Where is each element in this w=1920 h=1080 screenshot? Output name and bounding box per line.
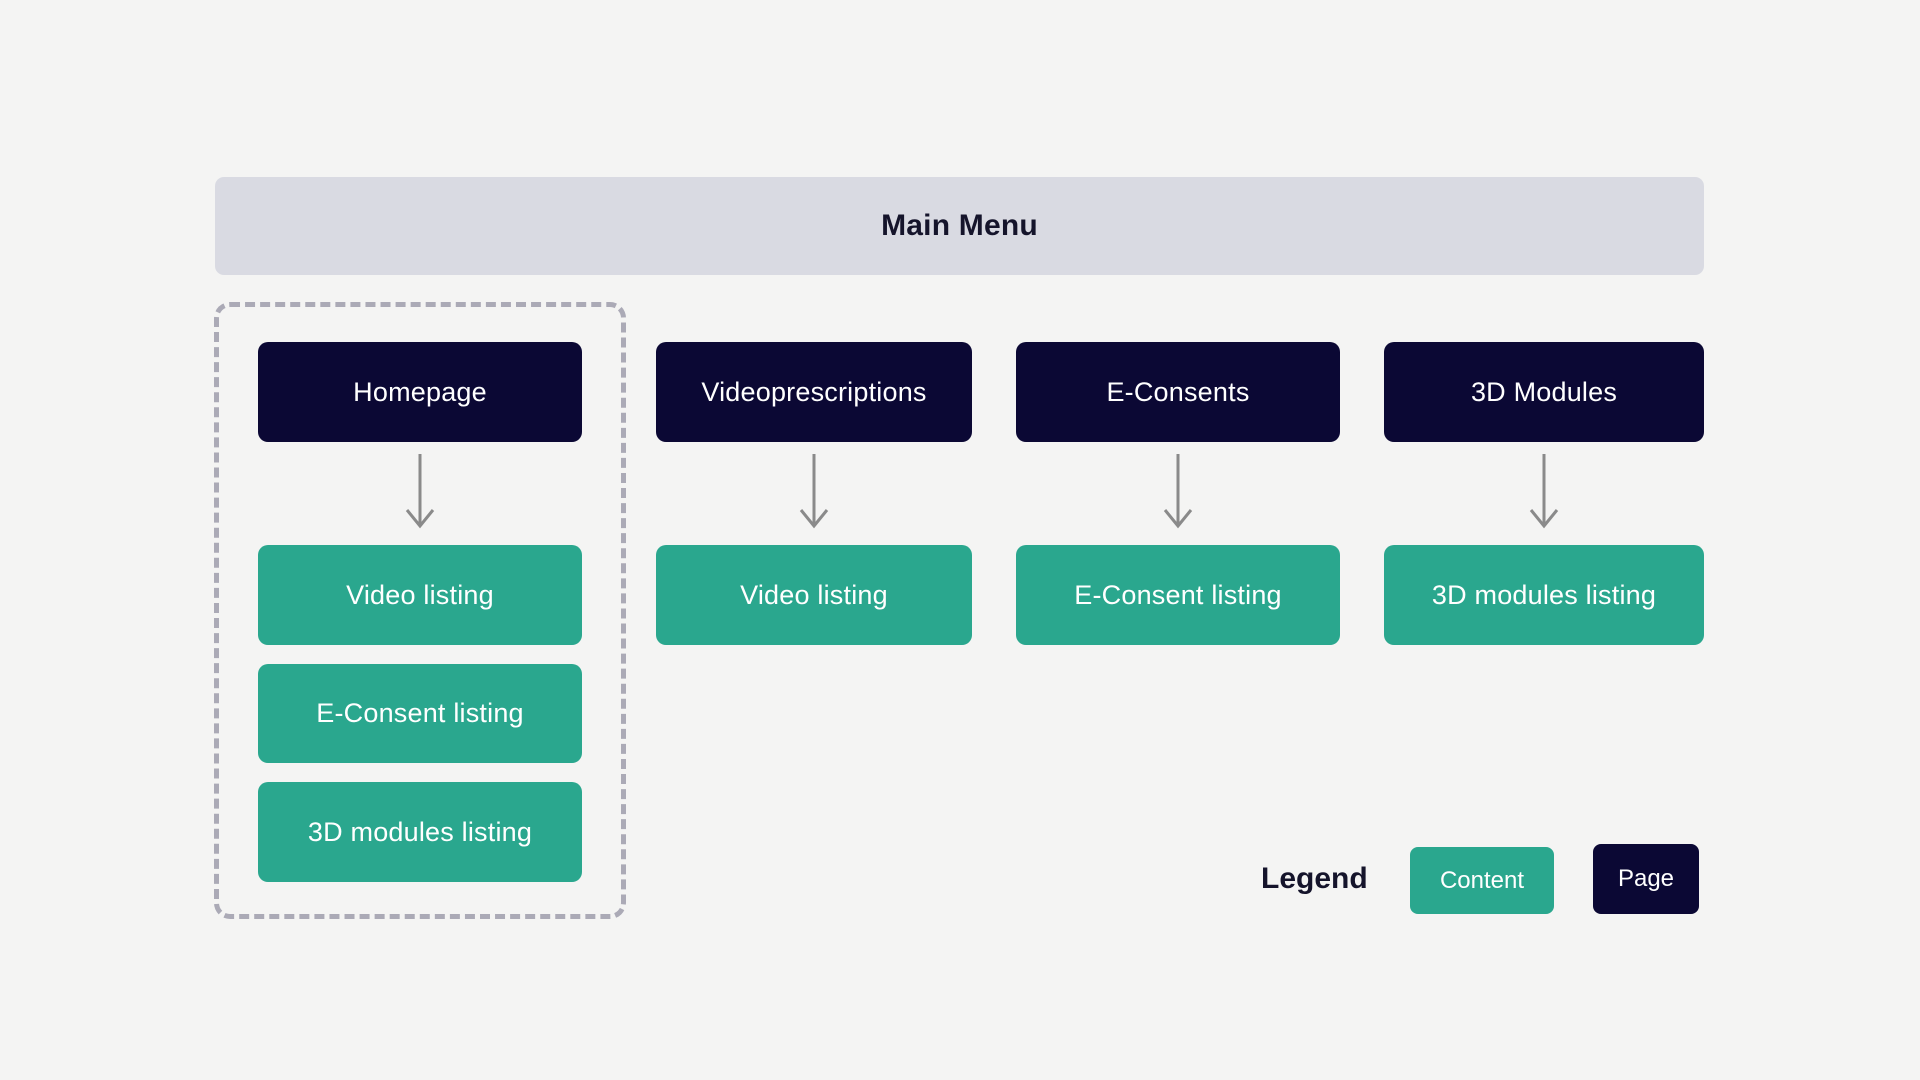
page-node-label: 3D Modules — [1470, 376, 1618, 407]
content-node-3d-modules-listing: 3D modules listing — [1384, 545, 1704, 645]
content-node-label: E-Consent listing — [1074, 579, 1282, 610]
content-node-econsent-listing: E-Consent listing — [258, 664, 582, 763]
arrow-down-icon — [404, 452, 436, 532]
page-node-label: Videoprescriptions — [701, 376, 927, 407]
content-node-video-listing: Video listing — [656, 545, 972, 645]
homepage-group-outline — [214, 302, 626, 919]
main-menu-title: Main Menu — [881, 209, 1038, 242]
legend-chip-page: Page — [1593, 844, 1699, 914]
legend-chip-label: Page — [1617, 865, 1675, 892]
page-node-label: E-Consents — [1106, 376, 1250, 407]
content-node-label: 3D modules listing — [1431, 579, 1657, 610]
content-node-label: Video listing — [740, 579, 888, 610]
content-node-label: E-Consent listing — [316, 698, 524, 728]
legend-chip-content: Content — [1410, 847, 1554, 914]
arrow-down-icon — [1528, 452, 1560, 532]
page-node-3d-modules: 3D Modules — [1384, 342, 1704, 442]
page-node-videoprescriptions: Videoprescriptions — [656, 342, 972, 442]
content-node-3d-modules-listing: 3D modules listing — [258, 782, 582, 882]
legend-chip-label: Content — [1439, 866, 1525, 894]
page-node-homepage: Homepage — [258, 342, 582, 442]
arrow-down-icon — [1162, 452, 1194, 532]
main-menu-bar: Main Menu — [215, 177, 1704, 275]
page-node-e-consents: E-Consents — [1016, 342, 1340, 442]
content-node-label: 3D modules listing — [307, 816, 533, 847]
page-node-label: Homepage — [353, 376, 487, 407]
content-node-label: Video listing — [346, 579, 494, 610]
legend-title-text: Legend — [1261, 862, 1368, 895]
content-node-video-listing: Video listing — [258, 545, 582, 645]
legend-title: Legend — [1261, 862, 1368, 896]
arrow-down-icon — [798, 452, 830, 532]
content-node-econsent-listing: E-Consent listing — [1016, 545, 1340, 645]
